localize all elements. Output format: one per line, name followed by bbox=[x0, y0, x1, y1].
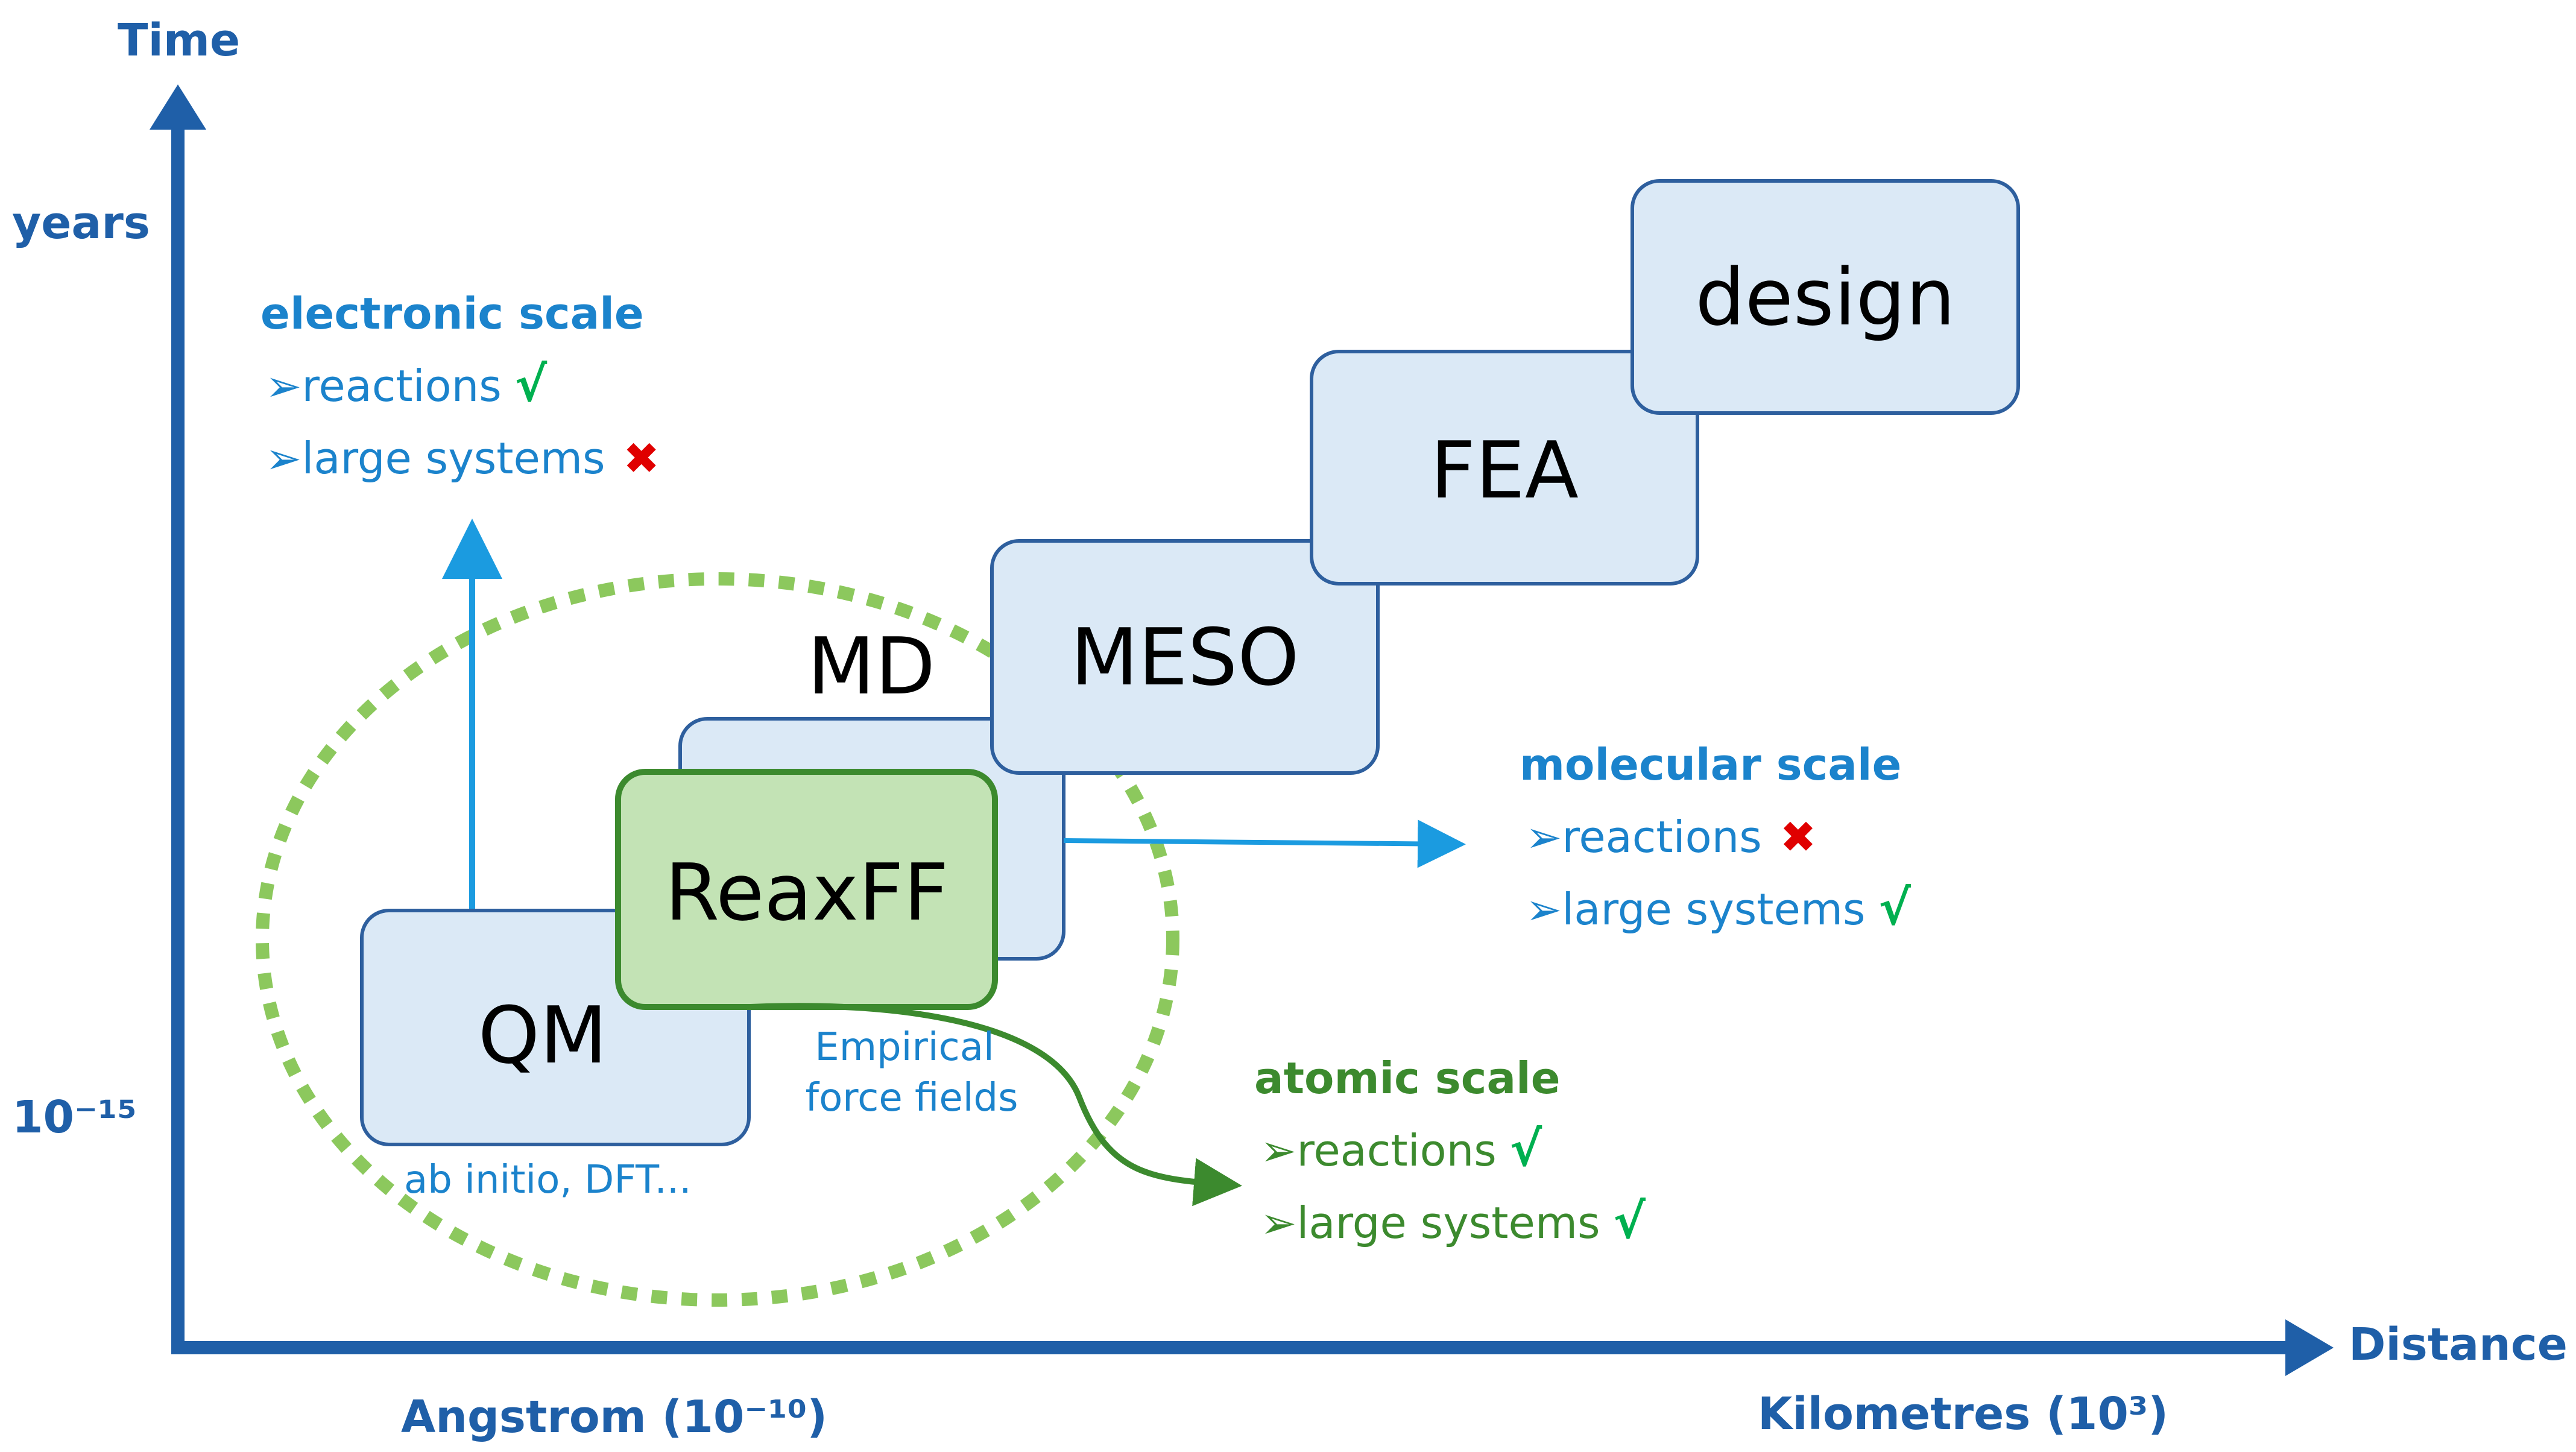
molecular-large-systems-text: ➢large systems bbox=[1526, 884, 1865, 935]
x-axis-right-label: Kilometres (10³) bbox=[1758, 1388, 2168, 1440]
atomic-large-systems: ➢large systems √ bbox=[1260, 1193, 1646, 1249]
electronic-large-systems-cross: ✖ bbox=[623, 433, 659, 484]
atomic-scale-arrow bbox=[750, 1003, 1242, 1207]
atomic-reactions-check: √ bbox=[1510, 1121, 1542, 1177]
x-axis-left-label: Angstrom (10⁻¹⁰) bbox=[401, 1391, 827, 1443]
electronic-reactions-text: ➢reactions bbox=[265, 361, 502, 411]
meso-label: MESO bbox=[1070, 611, 1299, 703]
qm-methods-note: ab initio, DFT... bbox=[404, 1158, 692, 1202]
fea-box bbox=[1310, 350, 1699, 586]
atomic-reactions: ➢reactions √ bbox=[1260, 1121, 1542, 1177]
y-axis-top-label: years bbox=[12, 197, 150, 249]
design-label: design bbox=[1695, 251, 1955, 343]
qm-label: QM bbox=[478, 990, 608, 1081]
molecular-large-systems-check: √ bbox=[1878, 880, 1911, 936]
molecular-reactions-cross: ✖ bbox=[1780, 812, 1816, 862]
reaxff-label: ReaxFF bbox=[665, 847, 949, 938]
design-box bbox=[1631, 179, 2020, 415]
molecular-reactions-text: ➢reactions bbox=[1526, 812, 1762, 862]
empirical-note-line2: force fields bbox=[806, 1076, 1018, 1120]
atomic-reactions-text: ➢reactions bbox=[1260, 1125, 1497, 1176]
meso-box bbox=[990, 539, 1380, 775]
atomic-large-systems-text: ➢large systems bbox=[1260, 1198, 1600, 1248]
electronic-scale-title: electronic scale bbox=[260, 288, 644, 339]
atomic-large-systems-check: √ bbox=[1613, 1193, 1646, 1249]
molecular-reactions: ➢reactions ✖ bbox=[1526, 812, 1816, 862]
y-axis-title: Time bbox=[118, 14, 240, 66]
y-axis-bottom-label: 10⁻¹⁵ bbox=[12, 1091, 137, 1143]
atomic-scale-title: atomic scale bbox=[1254, 1053, 1561, 1103]
molecular-large-systems: ➢large systems √ bbox=[1526, 880, 1911, 936]
atomic-scale-ellipse bbox=[256, 572, 1179, 1307]
md-label: MD bbox=[807, 620, 935, 712]
molecular-scale-title: molecular scale bbox=[1520, 739, 1901, 790]
x-axis-arrowhead bbox=[2285, 1319, 2334, 1376]
x-axis-title: Distance bbox=[2349, 1319, 2568, 1371]
electronic-reactions: ➢reactions √ bbox=[265, 356, 548, 412]
electronic-large-systems: ➢large systems ✖ bbox=[265, 433, 660, 484]
electronic-reactions-check: √ bbox=[515, 356, 548, 412]
empirical-note-line1: Empirical bbox=[815, 1025, 994, 1070]
molecular-scale-arrow bbox=[1063, 819, 1466, 868]
fea-label: FEA bbox=[1430, 425, 1579, 516]
electronic-large-systems-text: ➢large systems bbox=[265, 433, 605, 484]
axes bbox=[150, 84, 2334, 1376]
y-axis-arrowhead bbox=[150, 84, 206, 130]
